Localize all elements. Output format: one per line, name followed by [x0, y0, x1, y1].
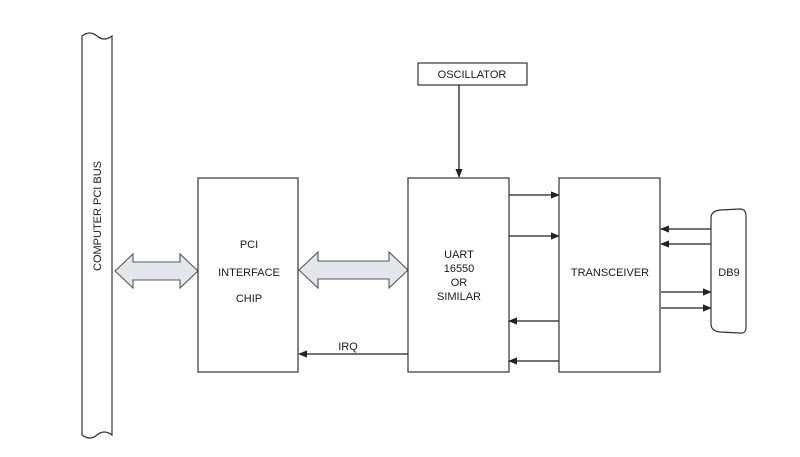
uart-label-line1: UART [444, 249, 474, 261]
transceiver-label: TRANSCEIVER [571, 267, 649, 279]
uart-label-line3: OR [451, 277, 468, 289]
pci-bus: COMPUTER PCI BUS [81, 32, 113, 439]
uart-block: UART 16550 OR SIMILAR [407, 177, 510, 373]
oscillator-block: OSCILLATOR [417, 62, 528, 86]
pci-bus-label: COMPUTER PCI BUS [92, 161, 104, 271]
pci-chip-label-line3: CHIP [236, 293, 262, 305]
pci-chip-label-line2: INTERFACE [218, 267, 280, 279]
pci-interface-chip-block: PCI INTERFACE CHIP [197, 177, 299, 373]
db9-connector: DB9 [710, 208, 747, 334]
uart-label-line2: 16550 [444, 263, 475, 275]
transceiver-block: TRANSCEIVER [558, 177, 661, 373]
irq-label: IRQ [338, 341, 358, 353]
uart-label-line4: SIMILAR [437, 291, 481, 303]
pci-chip-label-line1: PCI [240, 239, 258, 251]
oscillator-label: OSCILLATOR [438, 69, 507, 81]
bus-to-pci-arrow [114, 252, 199, 290]
db9-label: DB9 [718, 267, 739, 279]
pci-to-uart-arrow [298, 250, 409, 290]
